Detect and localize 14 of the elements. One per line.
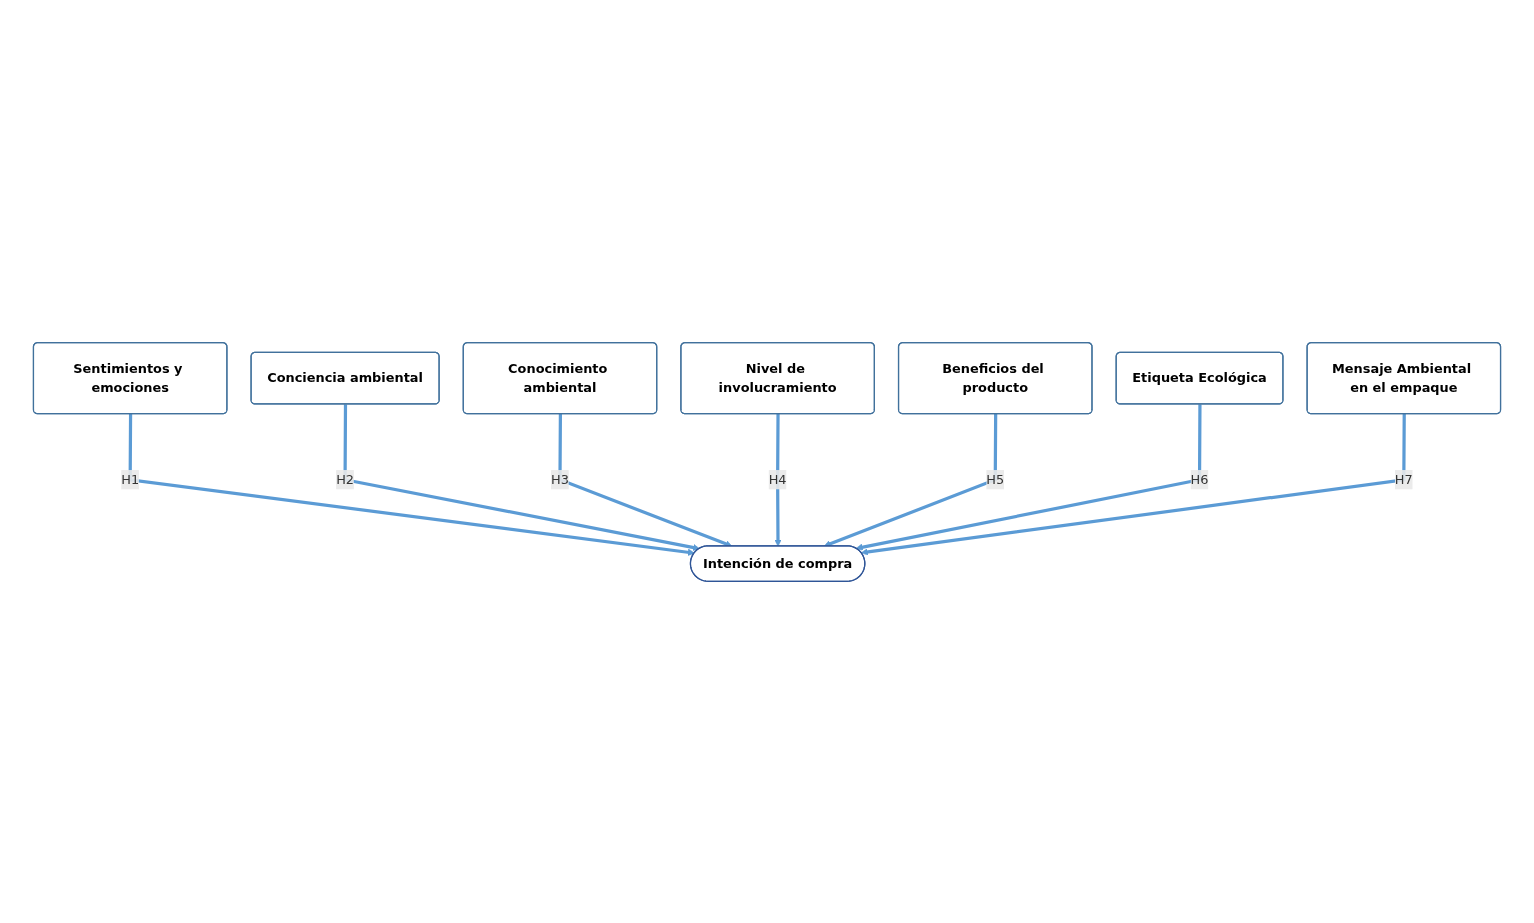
edge-label: H7: [1394, 471, 1413, 487]
arrow: [823, 413, 998, 547]
edge-label: H5: [986, 471, 1005, 487]
edge-label: H3: [551, 471, 569, 487]
edge-label: H1: [121, 471, 140, 487]
arrow: [860, 413, 1406, 555]
edge-label: H4: [768, 471, 787, 487]
edge-label: H6: [1190, 471, 1209, 487]
arrow: [128, 413, 695, 556]
edge-label: H2: [336, 471, 355, 487]
arrow: [774, 413, 782, 547]
arrow: [855, 403, 1202, 551]
arrow: [343, 403, 700, 551]
arrow: [558, 413, 733, 547]
